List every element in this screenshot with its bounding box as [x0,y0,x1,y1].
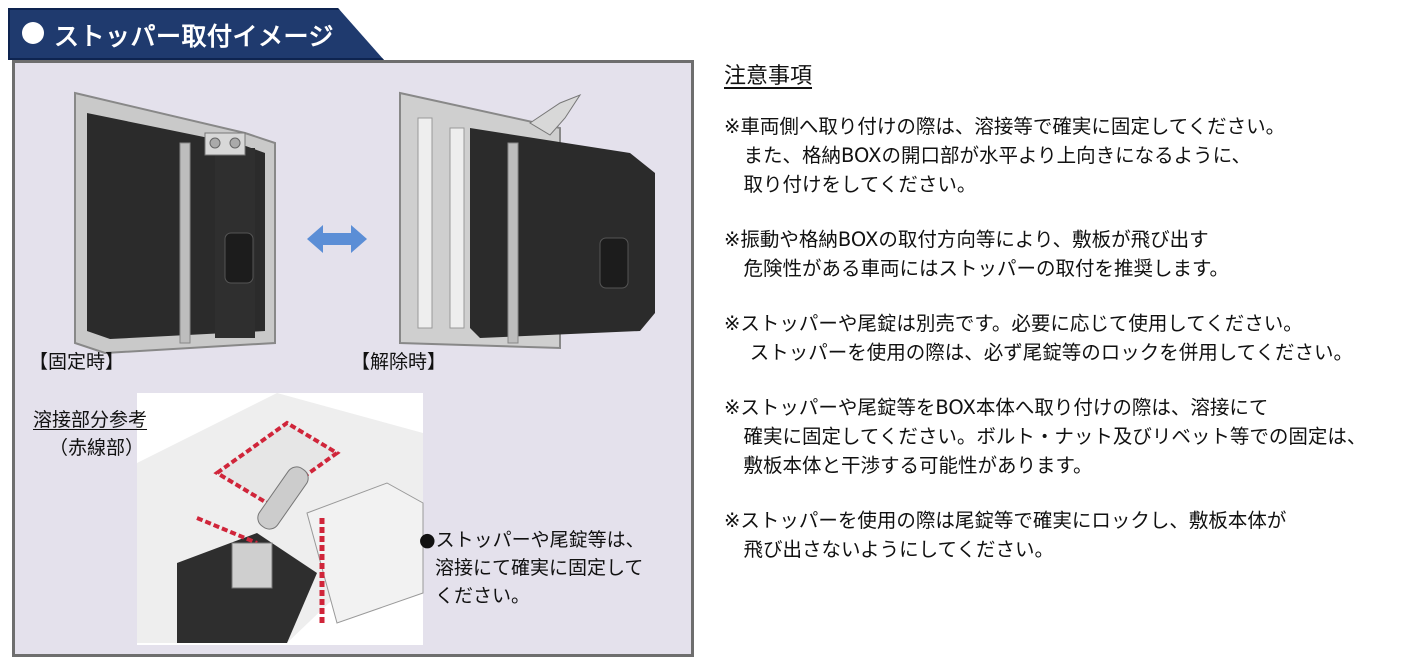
note-line: ※ストッパーや尾錠は別売です。必要に応じて使用してください。 [724,312,1303,335]
fixed-state-label: 【固定時】 [29,351,125,373]
box-fixed-illustration [74,91,276,355]
note-item: ※振動や格納BOXの取付方向等により、敷板が飛び出す 危険性がある車両にはストッ… [724,225,1414,283]
weld-subtitle: （赤線部） [49,437,145,459]
note-line: 飛び出さないようにしてください。 [724,538,1054,561]
note-line: ※振動や格納BOXの取付方向等により、敷板が飛び出す [724,228,1209,251]
note-line: ストッパーを使用の際は、必ず尾錠等のロックを併用してください。 [724,341,1354,364]
box-released-illustration [399,91,655,350]
note-item: ※ストッパーや尾錠は別売です。必要に応じて使用してください。 ストッパーを使用の… [724,309,1414,367]
note-line: また、格納BOXの開口部が水平より上向きになるように、 [724,144,1252,167]
bullet-dot-icon [22,22,44,44]
weld-detail-area [137,393,424,645]
note-item: ※車両側へ取り付けの際は、溶接等で確実に固定してください。 また、格納BOXの開… [724,112,1414,199]
callout-line-1: ●ストッパーや尾錠等は、 [419,529,645,551]
released-state-label: 【解除時】 [351,351,447,373]
weld-detail-illustration [137,393,424,645]
note-item: ※ストッパーを使用の際は尾錠等で確実にロックし、敷板本体が 飛び出さないようにし… [724,506,1414,564]
callout-line-3: ください。 [435,585,531,607]
section-title: ストッパー取付イメージ [54,22,335,51]
section-header-tab: ストッパー取付イメージ [8,8,384,60]
note-line: 取り付けをしてください。 [724,173,977,196]
illustration-panel: 【固定時】 【解除時】 溶接部分参考 （赤線部） ●ストッパーや尾錠等は、 溶接… [12,60,694,657]
note-line: ※ストッパーや尾錠等をBOX本体へ取り付けの際は、溶接にて [724,396,1269,419]
toggle-arrow-icon [307,225,367,253]
note-line: ※ストッパーを使用の際は尾錠等で確実にロックし、敷板本体が [724,509,1287,532]
weld-title: 溶接部分参考 [33,409,148,431]
note-line: 確実に固定してください。ボルト・ナット及びリベット等での固定は、 [724,425,1367,448]
note-line: 敷板本体と干渉する可能性があります。 [724,454,1093,477]
note-line: ※車両側へ取り付けの際は、溶接等で確実に固定してください。 [724,115,1286,138]
note-line: 危険性がある車両にはストッパーの取付を推奨します。 [724,257,1230,280]
callout-line-2: 溶接にて確実に固定して [435,557,644,579]
notes-title: 注意事項 [724,64,813,89]
notes-section: 注意事項 ※車両側へ取り付けの際は、溶接等で確実に固定してください。 また、格納… [724,58,1414,590]
note-item: ※ストッパーや尾錠等をBOX本体へ取り付けの際は、溶接にて 確実に固定してくださ… [724,393,1414,480]
